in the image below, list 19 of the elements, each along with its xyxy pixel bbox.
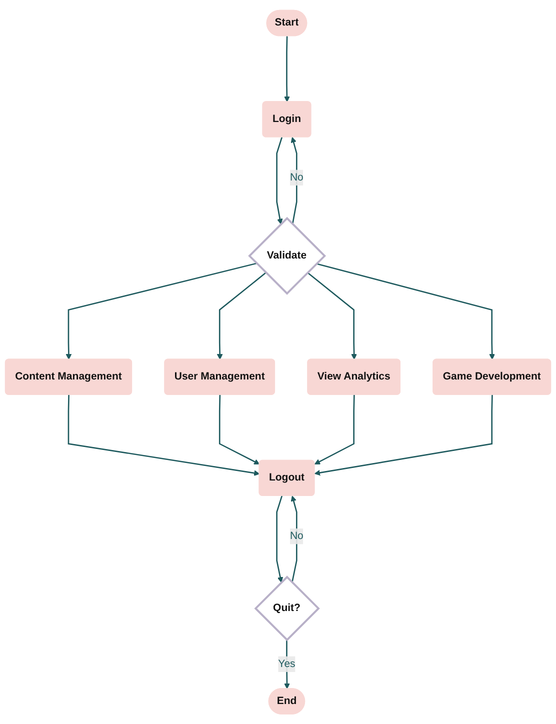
arrow bbox=[218, 394, 260, 464]
edge-label: No bbox=[290, 530, 304, 542]
arrow bbox=[307, 272, 357, 360]
node-diamond: Validate bbox=[248, 216, 326, 295]
edge-label: No bbox=[290, 172, 304, 183]
arrow bbox=[66, 262, 257, 360]
arrow bbox=[284, 36, 290, 102]
arrow bbox=[290, 496, 298, 582]
arrow bbox=[316, 262, 495, 360]
node-diamond: Quit? bbox=[254, 575, 320, 642]
arrow bbox=[68, 394, 260, 476]
arrow bbox=[216, 272, 266, 360]
arrow bbox=[290, 136, 298, 224]
arrow bbox=[284, 640, 290, 689]
arrow bbox=[314, 394, 355, 464]
arrow bbox=[314, 394, 493, 476]
arrow bbox=[276, 496, 284, 583]
arrow bbox=[276, 136, 283, 224]
edge-label: Yes bbox=[278, 658, 296, 670]
